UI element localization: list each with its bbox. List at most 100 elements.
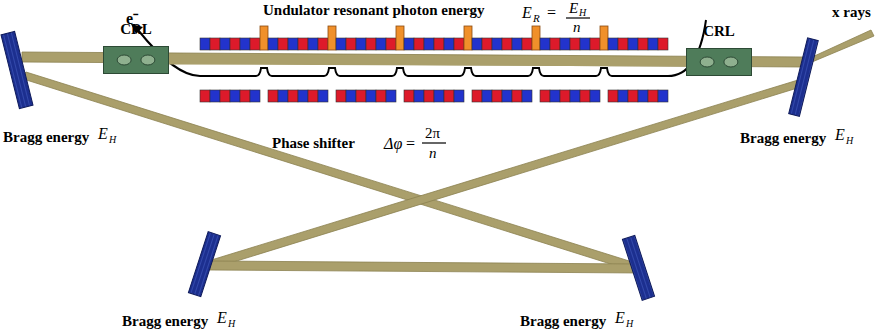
phase-shifter (600, 26, 608, 50)
xray-beam (810, 30, 874, 62)
beam-bottom (210, 261, 640, 273)
magnet-block (220, 90, 230, 102)
magnet-block (356, 38, 366, 50)
beam-cross (208, 80, 804, 268)
formula-symbol: = (406, 136, 415, 152)
formula-symbol: n (573, 20, 581, 35)
magnet-block (220, 38, 230, 50)
magnet-block (550, 90, 560, 102)
magnet-block (540, 38, 550, 50)
crl-body (103, 46, 169, 74)
magnet-block (288, 90, 298, 102)
formula-symbol: = (547, 5, 556, 21)
bragg-crystal (622, 235, 654, 300)
magnet-block (404, 38, 414, 50)
bragg-crystal (1, 31, 33, 108)
magnet-block (424, 38, 434, 50)
magnet-block (414, 38, 424, 50)
magnet-block (618, 90, 628, 102)
magnet-block (472, 90, 482, 102)
fraction-bar (566, 17, 590, 18)
magnet-block (268, 38, 278, 50)
magnet-block (268, 90, 278, 102)
bragg-label: Bragg energy (520, 314, 606, 329)
magnet-block (308, 90, 318, 102)
magnet-block (638, 38, 648, 50)
magnet-block (318, 38, 328, 50)
magnet-block (502, 38, 512, 50)
magnet-block (492, 90, 502, 102)
lens-element (117, 55, 131, 65)
magnet-block (230, 38, 240, 50)
magnet-block (560, 38, 570, 50)
magnet-block (628, 90, 638, 102)
magnet-block (472, 38, 482, 50)
magnet-block (608, 90, 618, 102)
magnet-block (618, 38, 628, 50)
lens-element (700, 57, 714, 67)
magnet-block (366, 90, 376, 102)
formula-symbol: E (522, 5, 532, 21)
magnet-block (288, 38, 298, 50)
magnet-block (628, 38, 638, 50)
formula-symbol: E (615, 310, 625, 326)
magnet-block (560, 90, 570, 102)
magnet-block (658, 90, 668, 102)
bragg-label: Bragg energy (740, 131, 826, 146)
phase-shifter (328, 26, 336, 50)
magnet-block (648, 90, 658, 102)
magnet-block (376, 38, 386, 50)
magnet-block (240, 90, 250, 102)
magnet-block (454, 90, 464, 102)
magnet-block (250, 38, 260, 50)
bragg-label: Bragg energy (122, 314, 208, 329)
crl-lens: CRL (686, 24, 752, 76)
bragg-crystal (188, 232, 220, 297)
magnet-block (298, 38, 308, 50)
magnet-block (278, 38, 288, 50)
magnet-block (376, 90, 386, 102)
lens-element (140, 55, 154, 65)
formula-subscript: H (846, 136, 853, 146)
magnet-block (454, 38, 464, 50)
magnet-block (444, 38, 454, 50)
fraction-bar (422, 142, 446, 143)
magnet-block (608, 38, 618, 50)
magnet-block (346, 38, 356, 50)
magnet-block (210, 90, 220, 102)
magnet-block (444, 90, 454, 102)
formula-symbol: E (98, 126, 108, 142)
lens-element (723, 57, 737, 67)
magnet-block (386, 90, 396, 102)
magnet-block (648, 38, 658, 50)
beam-connector (169, 60, 686, 62)
magnet-block (200, 38, 210, 50)
magnet-block (550, 38, 560, 50)
magnet-block (366, 38, 376, 50)
magnet-block (404, 90, 414, 102)
magnet-block (638, 90, 648, 102)
magnet-block (336, 90, 346, 102)
beam-cross (20, 72, 642, 272)
undulator-label: Undulator resonant photon energy (263, 3, 485, 18)
magnet-block (512, 90, 522, 102)
magnet-block (318, 90, 328, 102)
magnet-block (200, 90, 210, 102)
magnet-block (356, 90, 366, 102)
electron-trajectory (138, 20, 706, 76)
magnet-block (336, 38, 346, 50)
formula-subscript: H (228, 319, 235, 329)
magnet-block (230, 90, 240, 102)
crl-body (686, 48, 752, 76)
magnet-block (522, 90, 532, 102)
magnet-block (570, 90, 580, 102)
phase-shifter-label: Phase shifter (272, 136, 355, 151)
magnet-block (386, 38, 396, 50)
formula-subscript: R (533, 13, 540, 24)
formula-subscript: H (626, 319, 633, 329)
bragg-crystal (789, 38, 819, 116)
formula-symbol: Δφ (384, 136, 402, 152)
magnet-block (540, 90, 550, 102)
bragg-label: Bragg energy (3, 130, 89, 145)
